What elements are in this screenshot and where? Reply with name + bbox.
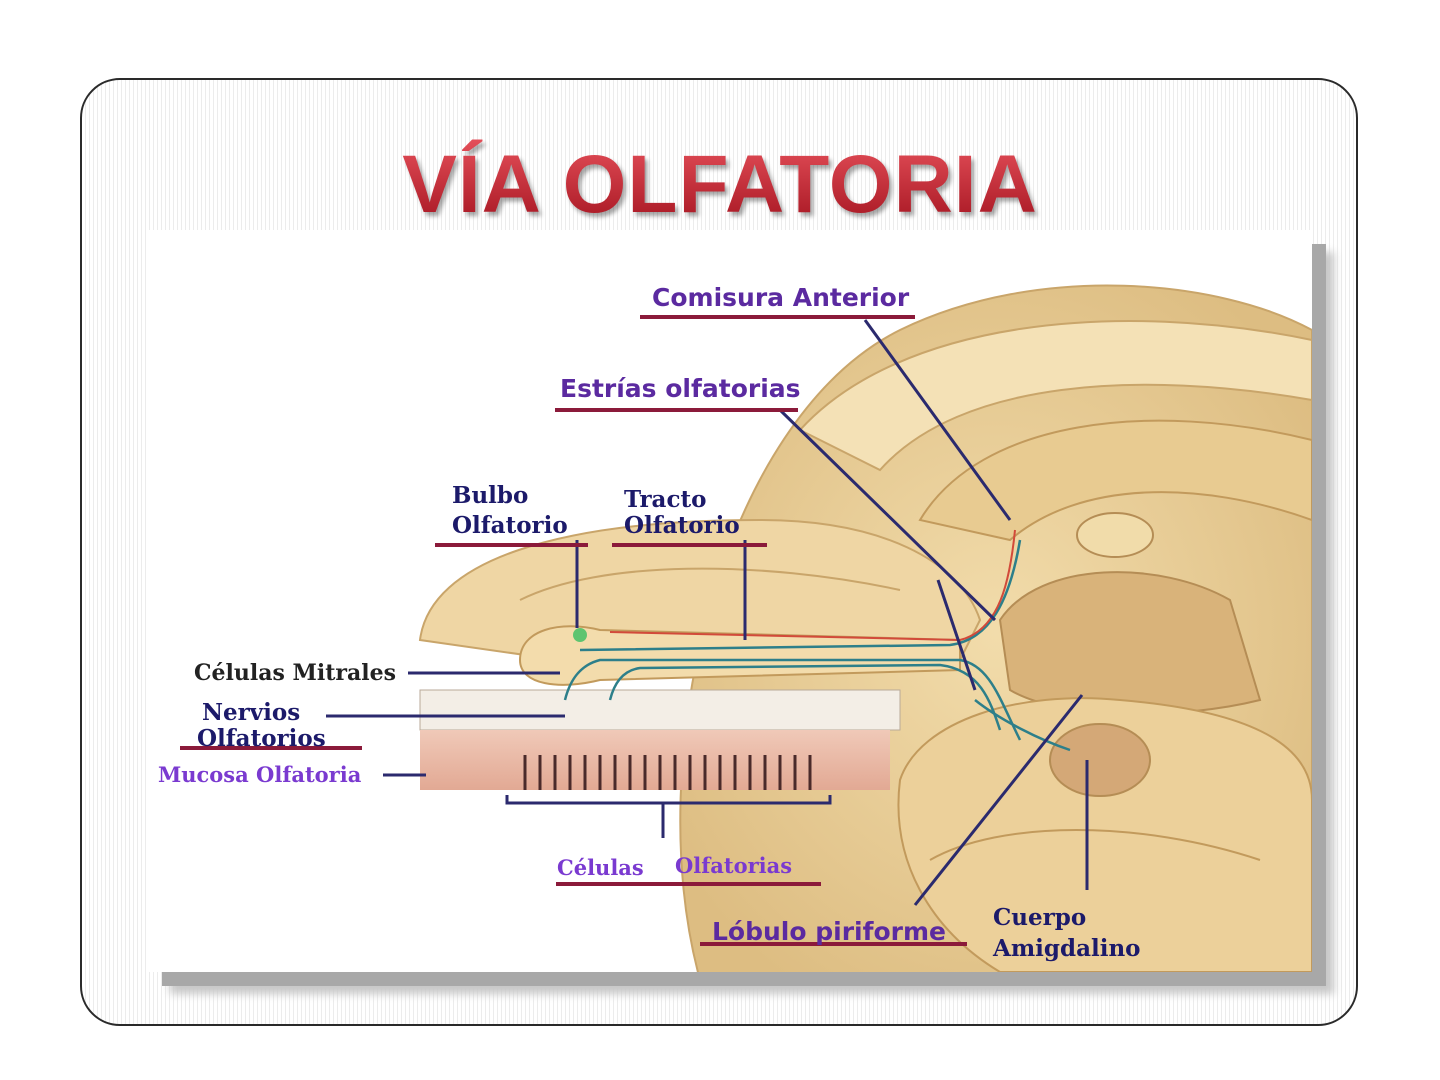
label-celulas-mitrales: Células Mitrales — [194, 660, 396, 686]
label-lobulo-piriforme: Lóbulo piriforme — [712, 917, 946, 946]
label-cuerpo-line1: Cuerpo — [993, 904, 1086, 931]
label-estrias-olfatorias: Estrías olfatorias — [560, 374, 801, 403]
brain-anatomy-illustration — [418, 284, 1312, 972]
leader-lines — [326, 319, 1089, 906]
receptor-cells — [523, 755, 812, 790]
label-comisura-anterior: Comisura Anterior — [652, 283, 910, 312]
label-cuerpo-line2: Amigdalino — [992, 935, 1141, 962]
label-mucosa-olfatoria: Mucosa Olfatoria — [158, 762, 362, 787]
slide-title: VÍA OLFATORIA — [0, 138, 1440, 232]
label-bulbo-line2: Olfatorio — [452, 512, 568, 539]
label-nervios-line1: Nervios — [202, 699, 300, 726]
label-tracto-line1: Tracto — [624, 486, 706, 513]
mitral-cell-cluster — [573, 628, 587, 642]
label-bulbo-line1: Bulbo — [452, 482, 528, 509]
label-olfatorias-word: Olfatorias — [675, 853, 792, 878]
label-nervios-line2: Olfatorios — [197, 725, 326, 752]
label-underlines — [180, 315, 967, 946]
label-tracto-line2: Olfatorio — [624, 512, 740, 539]
olfactory-red-fibers — [609, 529, 1016, 642]
label-celulas-word: Células — [557, 855, 644, 880]
